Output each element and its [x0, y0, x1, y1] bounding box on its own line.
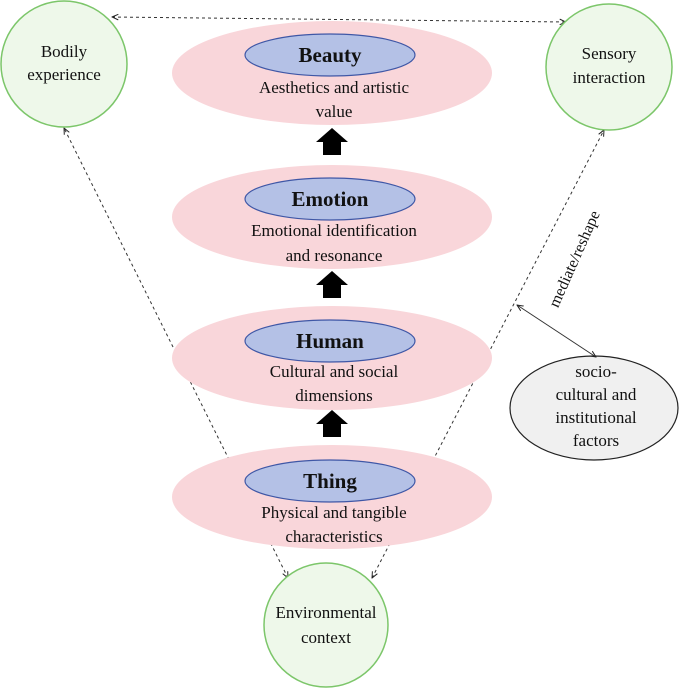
beauty-desc-line-2: value [316, 102, 353, 121]
thing-desc-line-2: characteristics [285, 527, 382, 546]
human-desc-line-1: Cultural and social [270, 362, 399, 381]
environmental-context-line-1: Environmental [275, 603, 376, 622]
up-arrow-human [316, 410, 348, 437]
sensory-interaction-circle [545, 3, 673, 131]
human-title-ellipse [244, 319, 416, 363]
thing-desc-line-1: Physical and tangible [261, 503, 406, 522]
up-arrow-beauty [316, 128, 348, 155]
bodily-experience-line-2: experience [27, 65, 101, 84]
thing-title: Thing [303, 469, 357, 493]
bodily-experience-line-1: Bodily [41, 42, 88, 61]
beauty-title: Beauty [299, 43, 363, 67]
factors-line-1: socio- [575, 362, 617, 381]
beauty-desc-line-1: Aesthetics and artistic [259, 78, 410, 97]
human-desc-line-2: dimensions [295, 386, 372, 405]
up-arrow-emotion [316, 271, 348, 298]
emotion-desc-line-1: Emotional identification [251, 221, 417, 240]
factors-line-4: factors [573, 431, 619, 450]
emotion-title: Emotion [291, 187, 368, 211]
thing-title-ellipse [244, 459, 416, 503]
mediate-reshape-label: mediate/reshape [546, 208, 604, 310]
environmental-context-circle [263, 562, 389, 688]
sensory-interaction-line-2: interaction [573, 68, 646, 87]
human-title: Human [296, 329, 364, 353]
beauty-title-ellipse [244, 33, 416, 77]
factors-line-2: cultural and [556, 385, 637, 404]
top-dashed-connector [112, 17, 566, 22]
sensory-interaction-line-1: Sensory [582, 44, 637, 63]
bodily-experience-circle [0, 0, 128, 128]
factors-line-3: institutional [555, 408, 637, 427]
mediate-connector [517, 305, 596, 357]
emotion-desc-line-2: and resonance [286, 246, 383, 265]
emotion-title-ellipse [244, 177, 416, 221]
environmental-context-line-2: context [301, 628, 351, 647]
